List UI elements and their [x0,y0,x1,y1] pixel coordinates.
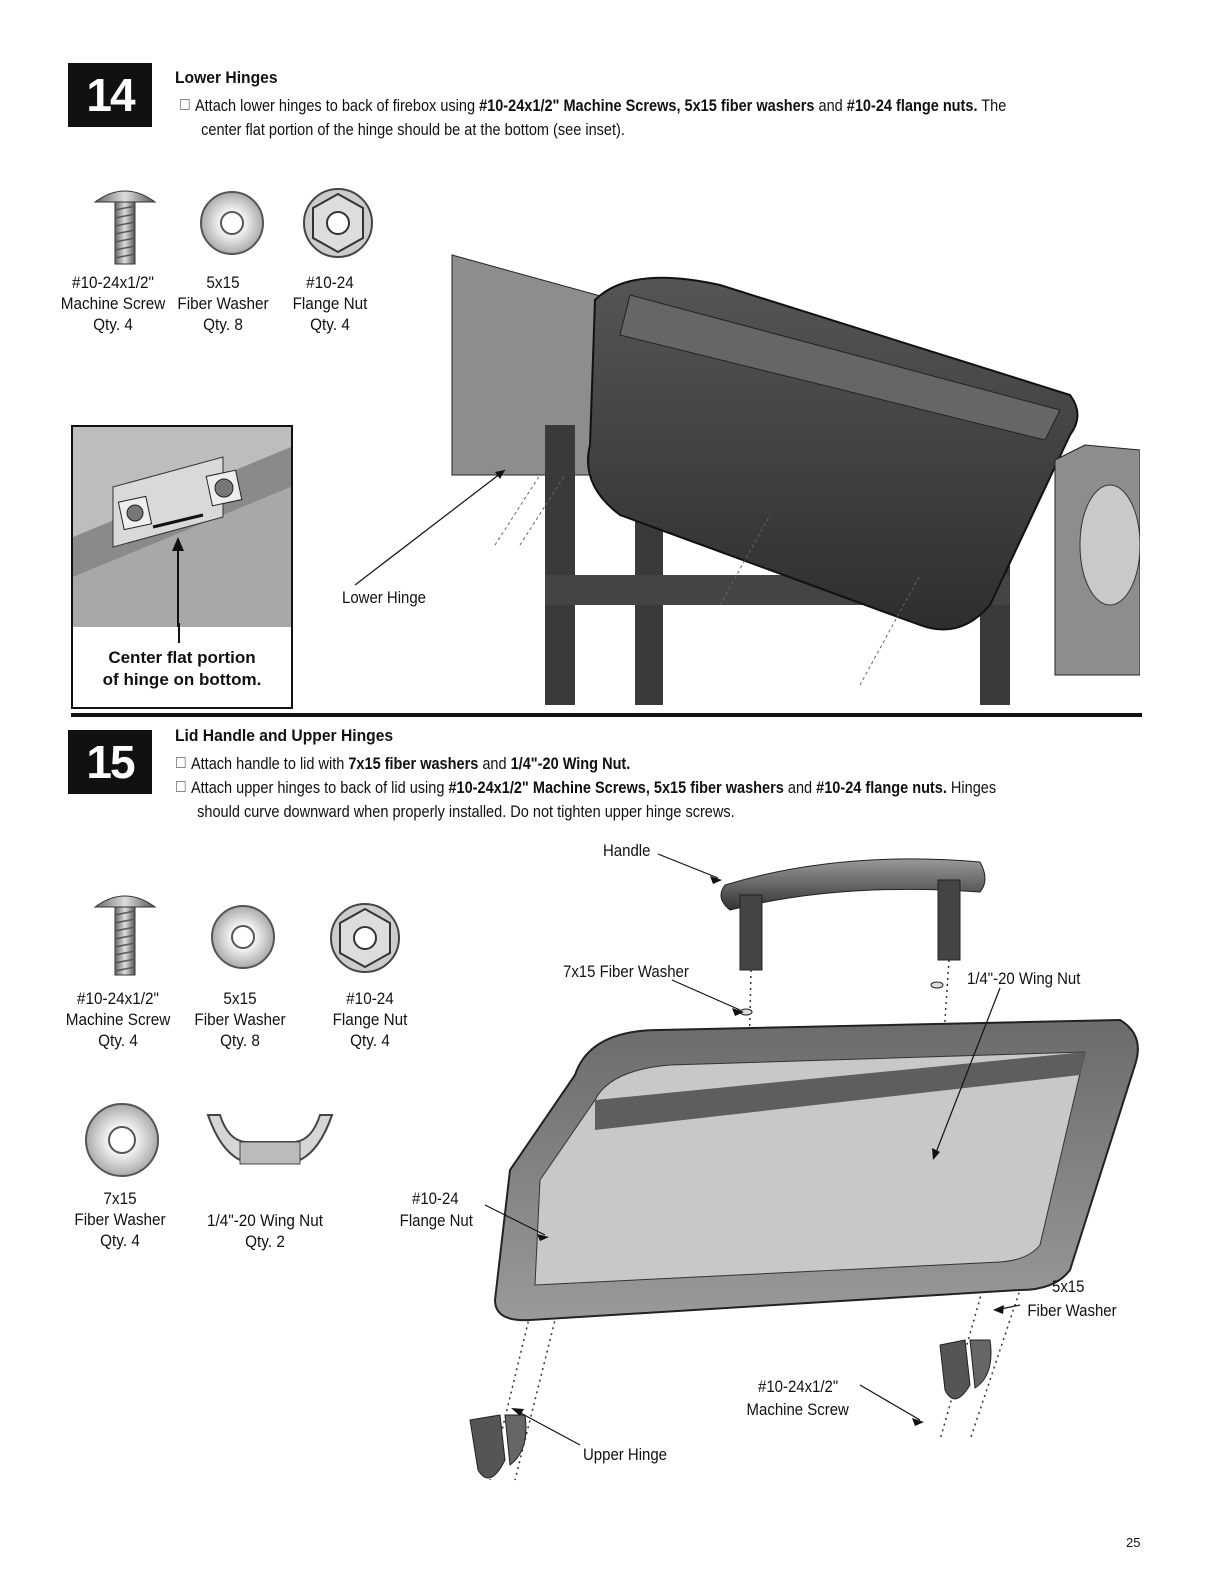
bullet-icon [176,781,186,792]
callout-upper-hinge: Upper Hinge [583,1445,667,1464]
machine-screw-icon [93,190,157,265]
hinge-inset-illustration [73,427,291,627]
step-15-title: Lid Handle and Upper Hinges [175,726,394,745]
step-15-instruction-1: Attach handle to lid with 7x15 fiber was… [176,752,630,776]
bullet-icon [180,99,190,110]
step-14-instruction: Attach lower hinges to back of firebox u… [180,94,1006,142]
callout-wing-nut: 1/4"-20 Wing Nut [967,969,1081,988]
callout-handle: Handle [603,841,651,860]
step-divider [71,713,1142,717]
wing-nut-icon [206,1114,334,1165]
step-15-number: 15 [68,730,152,794]
callout-lower-hinge: Lower Hinge [342,588,426,607]
step-14-title: Lower Hinges [175,68,278,87]
callout-machine-screw: #10-24x1/2"Machine Screw [746,1377,849,1419]
flange-nut-icon [330,903,400,973]
washer-icon [200,191,264,255]
bullet-icon [176,757,186,768]
machine-screw-icon [93,895,157,976]
lid-illustration [469,853,1139,1481]
step-15-instruction-2: Attach upper hinges to back of lid using… [176,776,996,824]
page-number: 25 [1126,1535,1141,1550]
firebox-illustration [300,254,1140,715]
inset-pointer-line [178,623,180,643]
callout-7x15-washer: 7x15 Fiber Washer [563,962,689,981]
step-14-number: 14 [68,63,152,127]
washer-icon [85,1103,159,1177]
flange-nut-icon [303,188,373,258]
washer-icon [211,905,275,969]
